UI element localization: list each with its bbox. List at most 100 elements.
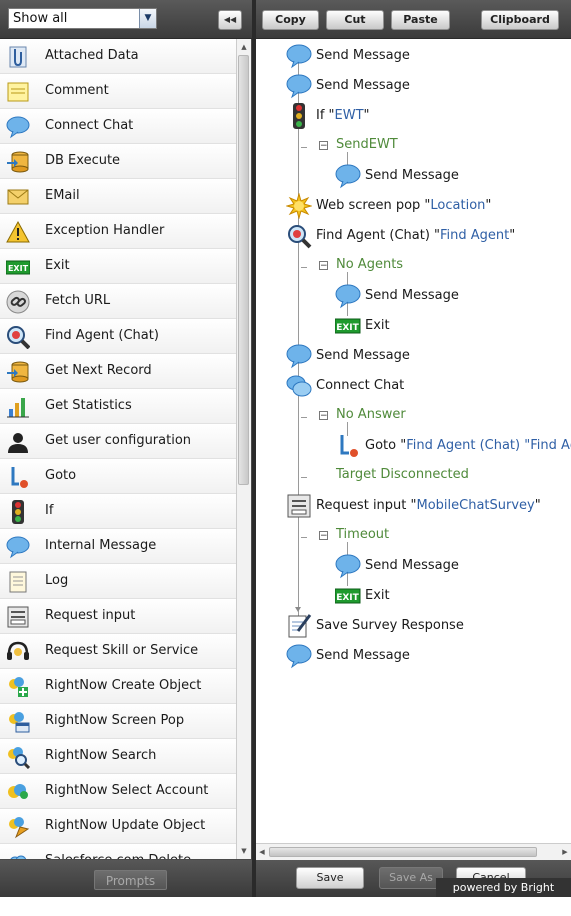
palette-item[interactable]: Get user configuration xyxy=(0,424,236,459)
collapse-icon[interactable]: − xyxy=(319,531,328,541)
palette-item[interactable]: Fetch URL xyxy=(0,284,236,319)
editor-footer: Save Save As Cancel xyxy=(256,860,571,897)
scrollbar-thumb[interactable] xyxy=(238,55,249,485)
clipboard-button[interactable]: Clipboard xyxy=(481,10,559,30)
paperclip-icon xyxy=(6,45,30,69)
palette-item[interactable]: Request input xyxy=(0,599,236,634)
palette-item[interactable]: If xyxy=(0,494,236,529)
branch-label: No Answer xyxy=(336,407,406,422)
palette-item[interactable]: Get Statistics xyxy=(0,389,236,424)
collapse-icon[interactable]: − xyxy=(319,141,328,151)
palette-item[interactable]: Exception Handler xyxy=(0,214,236,249)
branch-tick xyxy=(301,417,307,418)
note-icon xyxy=(6,80,30,104)
filter-value: Show all xyxy=(13,11,68,26)
palette-footer: Prompts xyxy=(0,860,252,897)
palette-scrollbar[interactable]: ▲ ▼ xyxy=(236,39,251,859)
scrollbar-thumb[interactable] xyxy=(269,847,537,857)
collapse-panel-button[interactable]: ◀◀ xyxy=(218,10,242,30)
database-arrow-icon xyxy=(6,360,30,384)
palette-item[interactable]: RightNow Select Account xyxy=(0,774,236,809)
palette-item[interactable]: RightNow Create Object xyxy=(0,669,236,704)
rightnow-screenpop-icon xyxy=(6,710,30,734)
magnifier-icon xyxy=(286,223,312,249)
block-label: Save Survey Response xyxy=(316,618,464,633)
canvas-horizontal-scrollbar[interactable]: ◀ ▶ xyxy=(256,843,571,860)
powered-by-label: powered by Bright Pattern xyxy=(436,878,571,913)
cut-button[interactable]: Cut xyxy=(326,10,384,30)
scroll-right-icon[interactable]: ▶ xyxy=(562,848,568,856)
panel-divider[interactable] xyxy=(252,0,256,897)
connector-arrow xyxy=(295,607,301,612)
magnifier-icon xyxy=(6,325,31,350)
link-icon xyxy=(6,290,30,314)
palette-item[interactable]: Internal Message xyxy=(0,529,236,564)
block-label: Send Message xyxy=(365,168,459,183)
palette-item[interactable]: Connect Chat xyxy=(0,109,236,144)
svg-text:EXIT: EXIT xyxy=(8,264,29,273)
palette-item-label: If xyxy=(45,503,54,518)
copy-button[interactable]: Copy xyxy=(262,10,319,30)
sun-burst-icon xyxy=(285,192,313,220)
branch-connector xyxy=(347,422,348,436)
svg-text:EXIT: EXIT xyxy=(336,323,359,333)
scroll-left-icon[interactable]: ◀ xyxy=(259,848,265,856)
palette-item[interactable]: Log xyxy=(0,564,236,599)
chevron-down-icon[interactable]: ▼ xyxy=(139,9,156,28)
palette-item-label: Salesforce.com Delete xyxy=(45,853,191,859)
filter-select[interactable]: Show all ▼ xyxy=(8,8,157,29)
palette-item-label: Exception Handler xyxy=(45,223,165,238)
block-label: If " xyxy=(316,108,335,123)
goto-icon xyxy=(335,433,361,459)
save-as-button[interactable]: Save As xyxy=(379,867,443,889)
scroll-down-icon[interactable]: ▼ xyxy=(241,847,247,855)
palette-item[interactable]: Request Skill or Service xyxy=(0,634,236,669)
palette-item[interactable]: RightNow Search xyxy=(0,739,236,774)
block-argument: EWT xyxy=(334,108,364,123)
palette-item-label: Find Agent (Chat) xyxy=(45,328,159,343)
save-button[interactable]: Save xyxy=(296,867,364,889)
palette-item[interactable]: Comment xyxy=(0,74,236,109)
palette-item[interactable]: EMail xyxy=(0,179,236,214)
log-icon xyxy=(6,570,30,594)
traffic-light-icon xyxy=(286,103,312,129)
palette-item-label: RightNow Create Object xyxy=(45,678,202,693)
bar-chart-icon xyxy=(6,395,30,419)
prompts-button[interactable]: Prompts xyxy=(94,870,167,890)
scenario-canvas[interactable]: Send Message Send Message If "EWT" − Sen… xyxy=(256,39,571,859)
scroll-up-icon[interactable]: ▲ xyxy=(241,43,247,51)
palette-item[interactable]: Find Agent (Chat) xyxy=(0,319,236,354)
palette-item[interactable]: RightNow Update Object xyxy=(0,809,236,844)
block-label: Find Agent (Chat) " xyxy=(316,228,441,243)
collapse-icon[interactable]: − xyxy=(319,261,328,271)
palette-item-label: RightNow Search xyxy=(45,748,157,763)
palette-item[interactable]: Get Next Record xyxy=(0,354,236,389)
rightnow-search-icon xyxy=(6,745,31,770)
palette-item[interactable]: RightNow Screen Pop xyxy=(0,704,236,739)
palette-item[interactable]: DB Execute xyxy=(0,144,236,179)
branch-label: No Agents xyxy=(336,257,404,272)
warning-icon xyxy=(6,220,30,244)
palette-item[interactable]: Goto xyxy=(0,459,236,494)
palette-item[interactable]: Attached Data xyxy=(0,39,236,74)
block-label: Exit xyxy=(365,588,390,603)
paste-button[interactable]: Paste xyxy=(391,10,450,30)
block-argument: Find Agent (Chat) "Find Ag xyxy=(406,438,571,453)
exit-icon: EXIT xyxy=(334,313,361,339)
palette-item-label: Get Next Record xyxy=(45,363,152,378)
block-argument: Find Agent xyxy=(440,228,510,243)
exit-icon: EXIT xyxy=(334,583,361,609)
palette-item-label: Get Statistics xyxy=(45,398,132,413)
editor-toolbar: Copy Cut Paste Clipboard xyxy=(256,0,571,39)
envelope-icon xyxy=(6,185,30,209)
block-label: Send Message xyxy=(316,48,410,63)
block-label: Send Message xyxy=(316,648,410,663)
form-icon xyxy=(286,493,312,519)
collapse-icon[interactable]: − xyxy=(319,411,328,421)
palette-item[interactable]: Salesforce.com Delete xyxy=(0,844,236,859)
palette-item-label: Internal Message xyxy=(45,538,157,553)
block-argument: MobileChatSurvey xyxy=(416,498,535,513)
rightnow-create-icon xyxy=(6,675,30,699)
